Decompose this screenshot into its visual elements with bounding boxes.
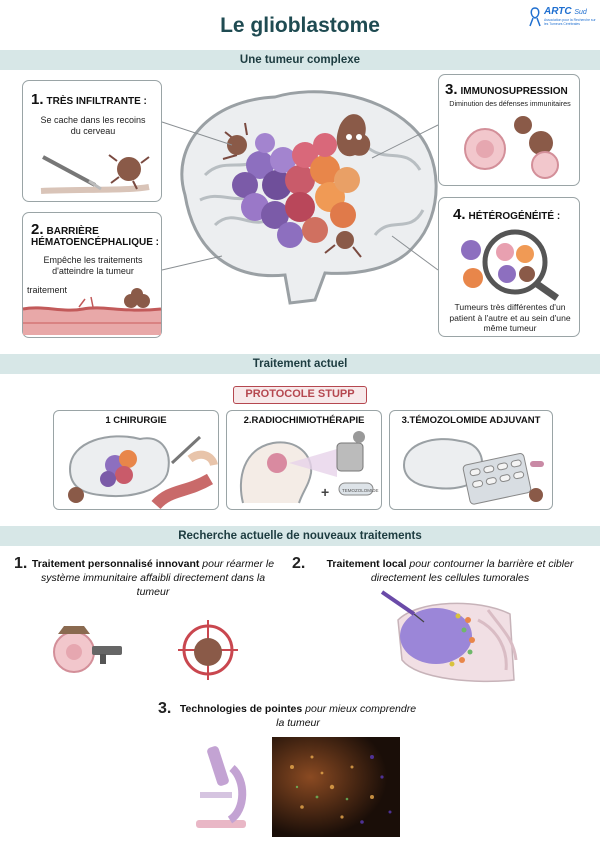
section-band-tumeur: Une tumeur complexe — [0, 50, 600, 70]
page-title: Le glioblastome — [220, 14, 380, 37]
research-number: 3. — [158, 700, 172, 717]
barrier-vessel-icon — [22, 288, 162, 335]
research-text: Technologies de pointes pour mieux compr… — [179, 703, 417, 729]
research-item-1: 1. Traitement personnalisé innovant pour… — [14, 555, 284, 607]
card-immunosupression: 3.IMMUNOSUPRESSION Diminution des défens… — [438, 74, 580, 186]
research-number: 2. — [292, 555, 306, 572]
infiltrating-cell — [222, 122, 248, 160]
research-number: 1. — [14, 555, 28, 572]
treatment-label: 3.TÉMOZOLOMIDE ADJUVANT — [401, 415, 541, 426]
pill-label: TEMOZOLOMIDE — [342, 488, 379, 493]
card-text: Tumeurs très différentes d'un patient à … — [449, 302, 571, 333]
small-cell — [324, 231, 362, 258]
artc-logo: ARTC Sud Association pour la Recherche s… — [528, 6, 598, 30]
svg-text:+: + — [321, 484, 329, 500]
immune-weapon-icon — [53, 620, 238, 680]
research-item-2: 2. Traitement local pour contourner la b… — [292, 555, 592, 593]
fluorescence-image — [272, 737, 400, 837]
treatment-card-temozolomide: 3.TÉMOZOLOMIDE ADJUVANT — [389, 410, 553, 510]
scalpel-cell-icon — [40, 154, 150, 194]
card-heterogeneite: 4.HÉTÉROGÉNÉITÉ : Tumeurs très différent… — [438, 197, 580, 337]
treatment-label: 2.RADIOCHIMIOTHÉRAPIE — [243, 415, 365, 426]
treatment-label: 1 CHIRURGIE — [105, 415, 167, 426]
monster-cell — [336, 114, 371, 157]
research-item-3: 3. Technologies de pointes pour mieux co… — [158, 700, 418, 736]
card-title: 3.IMMUNOSUPRESSION — [445, 81, 568, 98]
card-barriere: 2.BARRIÈRE HÉMATOENCÉPHALIQUE : Empêche … — [22, 212, 162, 338]
radiotherapy-icon: + TEMOZOLOMIDE — [239, 431, 379, 504]
section-band-recherche: Recherche actuelle de nouveaux traitemen… — [0, 526, 600, 546]
protocol-stupp-label: PROTOCOLE STUPP — [233, 386, 367, 404]
card-text: Diminution des défenses immunitaires — [449, 99, 571, 108]
research-text: Traitement personnalisé innovant pour ré… — [31, 558, 275, 598]
pills-icon — [402, 438, 544, 505]
immune-cells-icon — [464, 116, 559, 179]
magnifier-cells-icon — [461, 229, 560, 301]
local-injection-brain-icon — [380, 590, 518, 683]
brain-tumor-illustration — [180, 90, 438, 305]
microscope-icon — [196, 746, 247, 828]
research-text: Traitement local pour contourner la barr… — [326, 558, 574, 584]
logo-brand: ARTC Sud — [544, 6, 587, 17]
surgery-icon — [68, 435, 218, 510]
logo-subtitle: Association pour la Recherche sur les Tu… — [544, 18, 596, 26]
card-tres-infiltrante: 1.TRÈS INFILTRANTE : Se cache dans les r… — [22, 80, 162, 202]
section-band-traitement: Traitement actuel — [0, 354, 600, 374]
card-title: 2.BARRIÈRE — [31, 221, 99, 238]
card-title: 4.HÉTÉROGÉNÉITÉ : — [453, 206, 561, 223]
treatment-card-chirurgie: 1 CHIRURGIE — [53, 410, 219, 510]
card-text: Empêche les traitements d'atteindre la t… — [43, 255, 143, 276]
treatment-card-radiochimiotherapie: 2.RADIOCHIMIOTHÉRAPIE + TEMOZOLOMIDE — [226, 410, 382, 510]
treatment-label: traitement — [27, 285, 68, 295]
tumor-mass — [232, 133, 360, 248]
ribbon-icon — [529, 7, 541, 27]
card-text: Se cache dans les recoins du cerveau — [40, 115, 146, 136]
card-title: 1.TRÈS INFILTRANTE : — [31, 91, 147, 108]
card-title-line2: HÉMATOENCÉPHALIQUE : — [31, 237, 159, 248]
connector-lines — [161, 121, 439, 271]
